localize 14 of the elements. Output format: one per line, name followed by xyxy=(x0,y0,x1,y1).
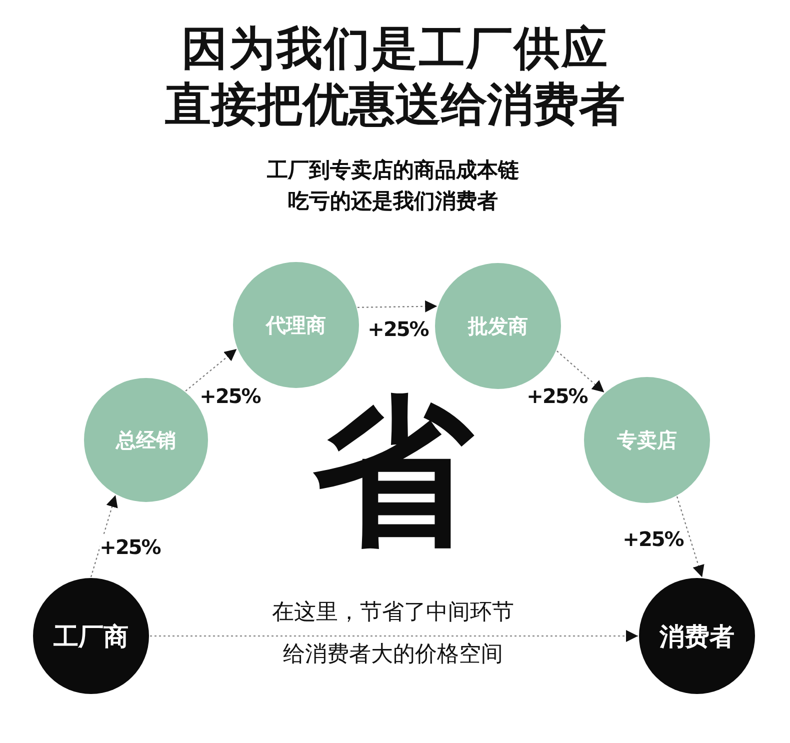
dotted-arrow xyxy=(358,300,438,312)
subtitle: 工厂到专卖店的商品成本链吃亏的还是我们消费者 xyxy=(266,157,520,215)
dotted-arrow xyxy=(90,494,118,578)
dotted-arrow xyxy=(185,348,238,392)
dotted-arrow xyxy=(556,350,605,393)
stage-circle: 代理商 xyxy=(233,262,359,388)
edge-label: 在这里，节省了中间环节给消费者大的价格空间 xyxy=(271,599,515,669)
stage-circle: 消费者 xyxy=(639,578,755,694)
title: 因为我们是工厂供应直接把优惠送给消费者 xyxy=(164,20,626,132)
dotted-arrow xyxy=(676,496,704,578)
stage-circle: 工厂商 xyxy=(33,578,149,694)
stage-circle: 批发商 xyxy=(435,263,561,389)
big-character: 省 xyxy=(312,388,476,556)
dotted-arrow xyxy=(150,630,638,642)
